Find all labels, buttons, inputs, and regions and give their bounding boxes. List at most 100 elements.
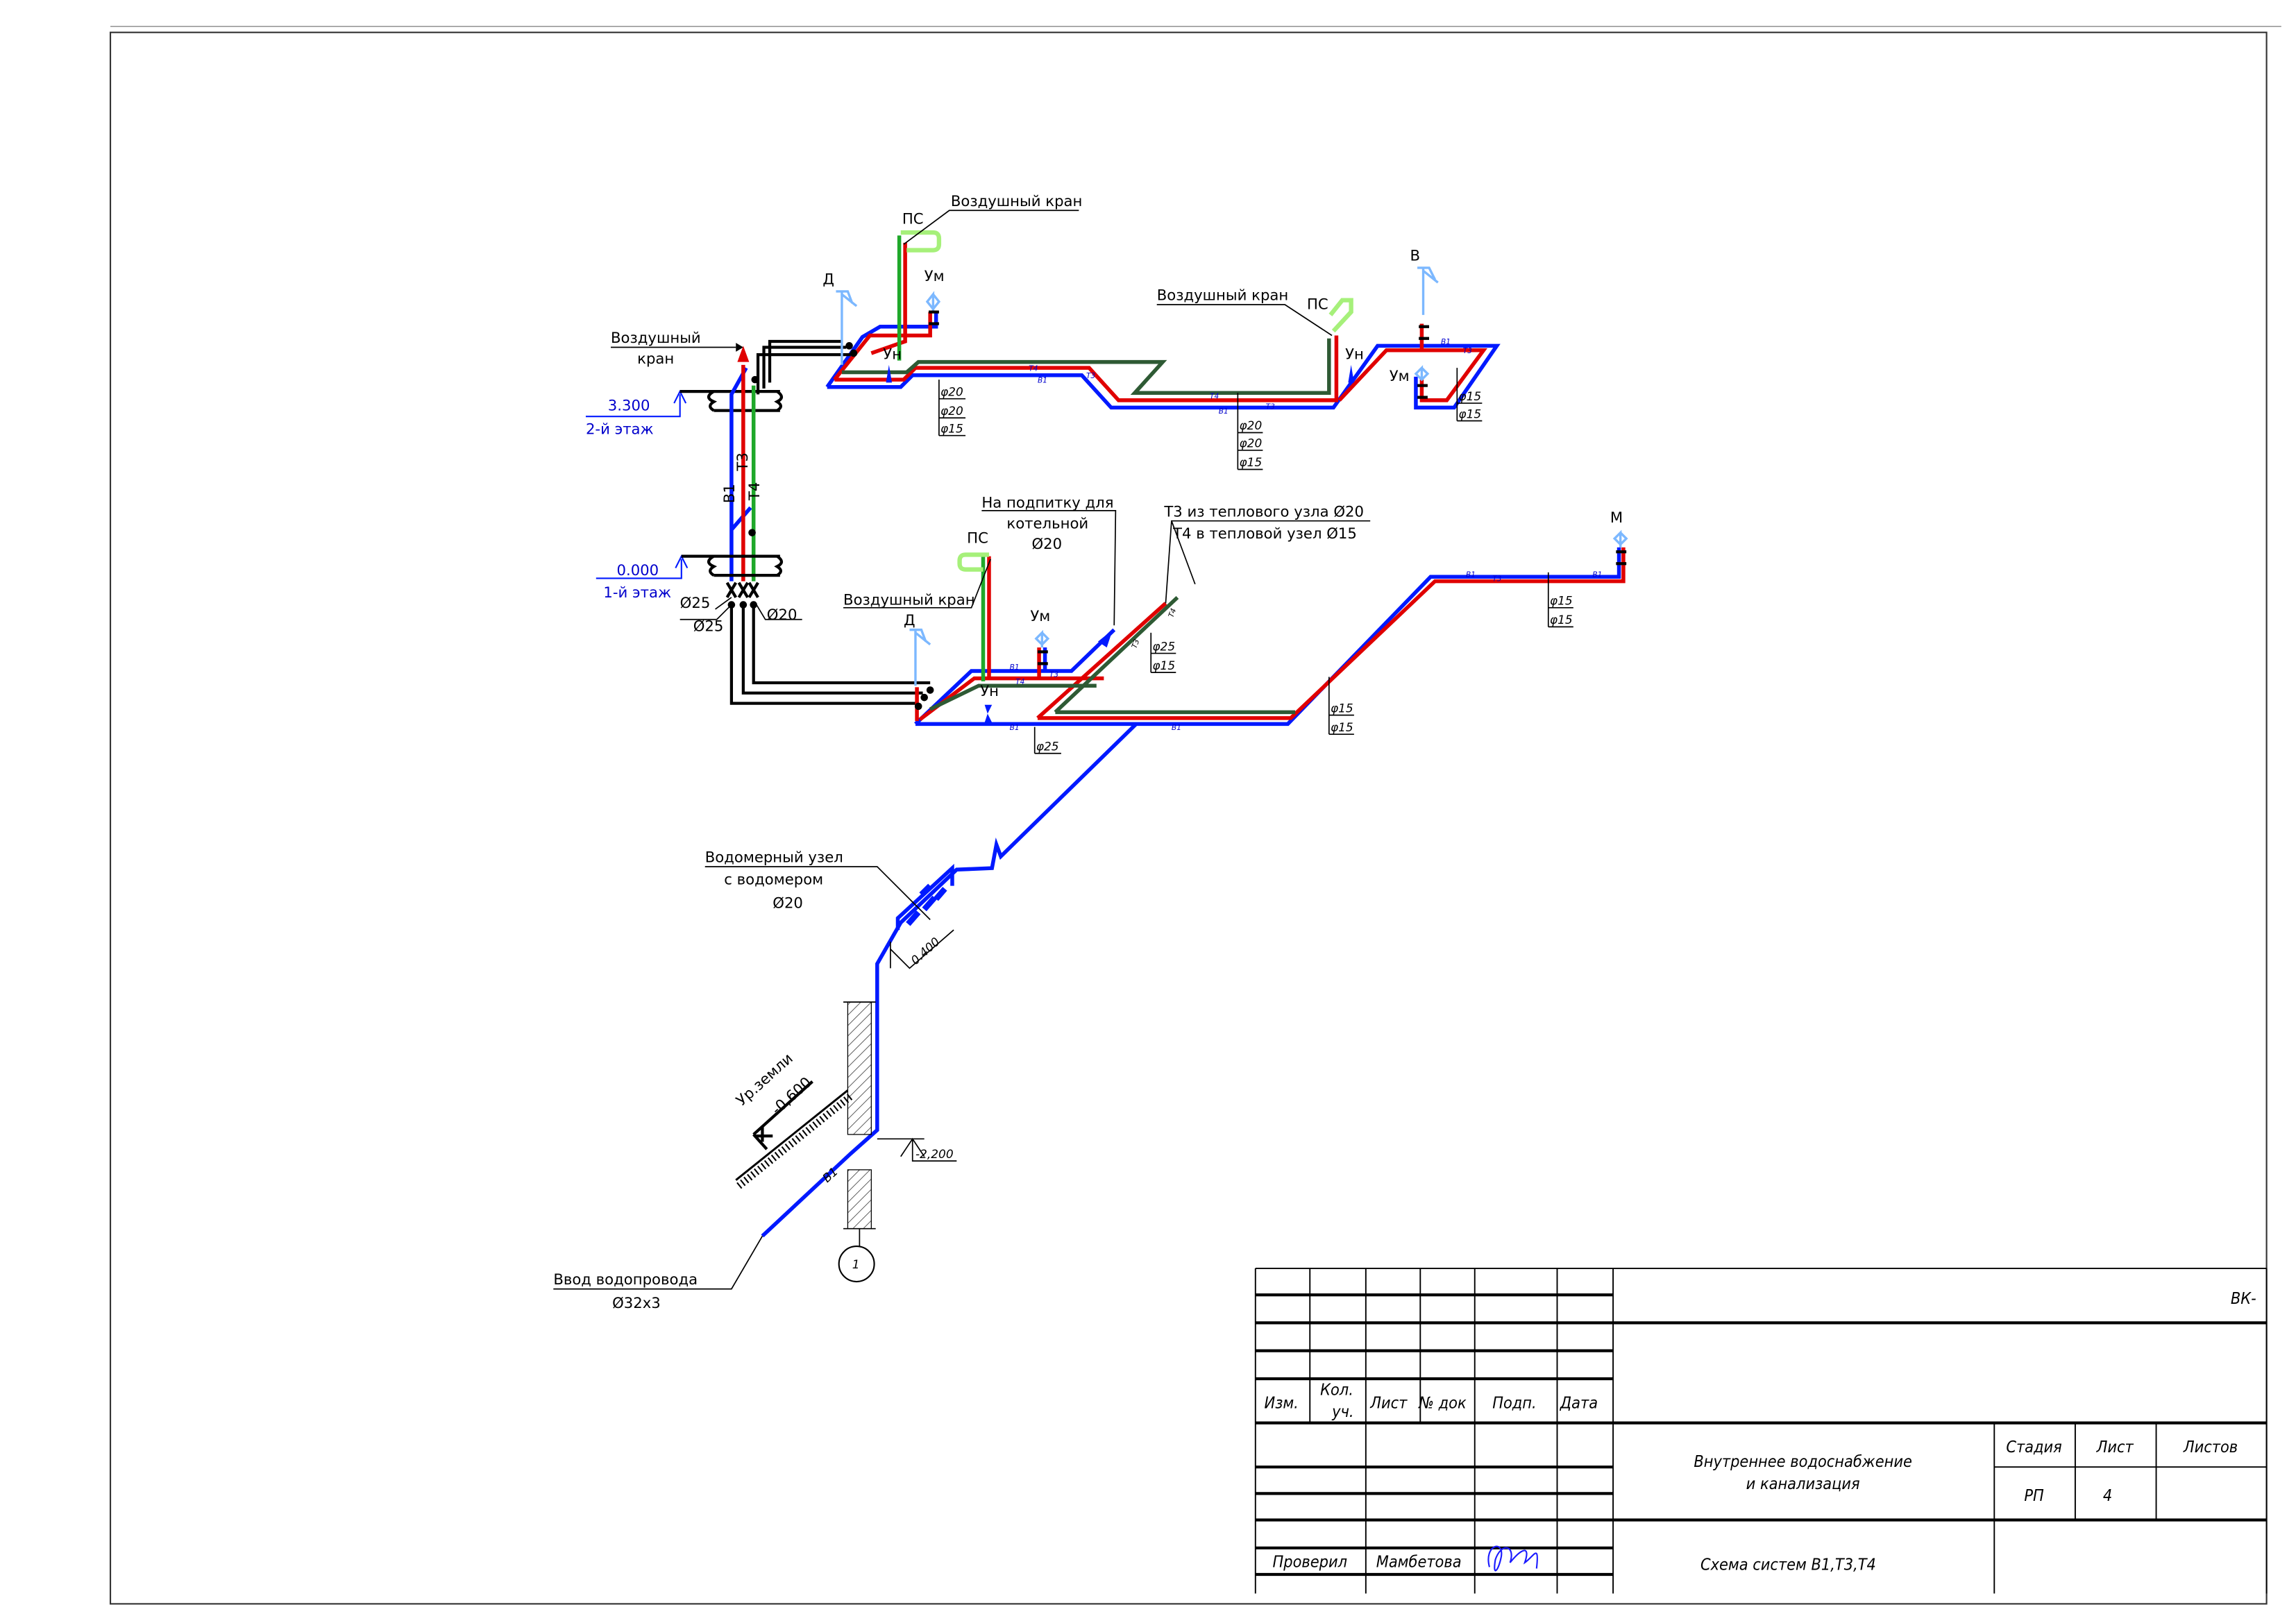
diameter-label: φ20 [1239,436,1262,450]
mixer-um-lower-icon [1034,629,1050,648]
diameter-label: φ20 [1239,418,1262,432]
label-heat-node-t4: Т4 в тепловой узел Ø15 [1172,525,1357,542]
riser-bottom-connections: Ø25 Ø25 Ø20 [679,581,931,705]
label-air-valve-left-1: Воздушный [611,329,701,346]
air-valve-loop-2 [1328,298,1353,333]
label-d25-a: Ø25 [680,594,711,611]
label-ps-1: ПС [902,210,924,227]
valve-m-icon [1616,550,1627,566]
ground-hatch [736,1093,853,1189]
water-entry: Водомерный узел с водомером Ø20 0.400 Ур… [553,722,1138,1311]
label-um-1: Ум [925,267,945,284]
upper-fixtures [836,266,1439,399]
pipe-tag: В1 [1592,570,1602,579]
label-makeup-3: Ø20 [1031,535,1062,552]
diameter-group-upper-2: φ20 φ20 φ15 [1237,393,1263,470]
label-um-lower: Ум [1030,607,1050,624]
floor-label: 1-й этаж [603,584,671,601]
water-meter-valves-icon [906,883,947,926]
label-water-input-diameter: Ø32х3 [612,1294,661,1311]
stage-value: РП [2024,1486,2044,1505]
t3-from-heat-node [1036,602,1167,720]
header-data: Дата [1560,1393,1598,1412]
air-valve-loop-1 [900,230,942,253]
diameter-group-lower-m: φ15 φ15 [1547,572,1573,628]
level-value: 3.300 [608,397,650,414]
pipe-tag: Т3 [1131,638,1142,649]
b1-entry-pipe [761,722,1138,1238]
label-d25-b: Ø25 [693,618,724,635]
pipe-tag: В1 [1172,724,1181,732]
pipe-tag: Т3 [1492,575,1501,584]
pipe-tag: Т4 [1167,607,1179,619]
label-d20: Ø20 [767,606,797,623]
valve-um-lower-icon [1037,650,1048,665]
lower-floor-pipes [914,547,1626,726]
sheet-value: 4 [2103,1486,2112,1505]
drawing-title: Схема систем В1,Т3,Т4 [1700,1556,1876,1574]
header-izm: Изм. [1265,1393,1299,1412]
mixer-um1-icon [925,291,941,312]
pipe-tag: В1 [1219,407,1229,416]
t3-upper-pipe [834,335,1339,402]
b1-lower-pipe [915,547,1621,726]
label-un-lower: Ун [980,682,999,699]
valve-un1-icon [886,364,893,383]
signature-icon [1487,1545,1538,1572]
header-sheets: Листов [2183,1438,2238,1456]
diameter-label: φ15 [940,421,963,435]
upper-pipe-tags: Т4 В1 Т3 Т4 В1 Т3 В1 Т3 [1029,338,1472,416]
valve-un2-icon [1348,364,1354,383]
ground-line [735,1089,849,1181]
leader-heat-node [1165,520,1371,604]
t4-upper-pipe [841,338,1331,395]
pipe-tag: Т3 [1086,372,1095,380]
pipe-tag: Т4 [1015,678,1024,686]
pipe-tag: Т3 [1049,670,1058,679]
header-ndok: № док [1418,1393,1467,1412]
leader-input [553,1235,763,1290]
diameter-label: φ15 [1550,613,1573,627]
label-ps-lower: ПС [967,529,988,547]
leader-air-valve-2 [1156,304,1333,337]
makeup-valve-icon [1097,629,1113,648]
label-un-1: Ун [883,345,902,362]
mixer-um2-icon [1414,365,1430,382]
upper-floor-pipes [756,230,1501,410]
header-sheet: Лист [2096,1438,2134,1456]
riser-link-2 [762,346,847,389]
diameter-label: φ15 [1152,658,1175,672]
label-air-valve-1: Воздушный кран [951,192,1083,210]
diameter-label: φ20 [940,404,963,418]
riser-label-b1: В1 [720,484,738,503]
mixer-m-icon [1612,529,1628,547]
label-air-valve-lower: Воздушный кран [843,591,975,609]
label-meter-3: Ø20 [773,894,803,911]
leader-makeup [981,510,1117,626]
diameter-label: φ15 [1458,407,1481,420]
pipe-tag: В1 [1038,376,1047,384]
pipe-tag: Т3 [1463,347,1472,355]
link-b1-lower [729,604,915,705]
pipe-tag: В1 [1010,663,1020,672]
shower-d-icon [836,290,858,365]
diameter-label: φ25 [1152,639,1175,653]
label-meter-2: с водомером [724,870,823,887]
level-value: 0.000 [616,561,659,579]
label-m: М [1610,509,1623,526]
diameter-label: φ15 [1331,720,1353,734]
risers: В1 Т3 Т4 [720,346,763,581]
dimension-0400: 0.400 [908,935,942,967]
header-stage: Стадия [2006,1438,2061,1456]
project-title-1: Внутреннее водоснабжение [1694,1452,1911,1471]
link-t4-lower [752,604,931,685]
label-water-input: Ввод водопровода [553,1271,698,1288]
air-valve-loop-lower [957,552,989,572]
label-depth: -2,200 [915,1147,954,1161]
diameter-group-lower-t: φ25 φ15 [1150,632,1176,673]
label-un-2: Ун [1345,345,1364,362]
header-kol-2: уч. [1331,1402,1353,1421]
header-podp: Подп. [1492,1393,1536,1412]
drawing-frame [109,31,2268,1605]
diameter-label: φ15 [1458,389,1481,403]
